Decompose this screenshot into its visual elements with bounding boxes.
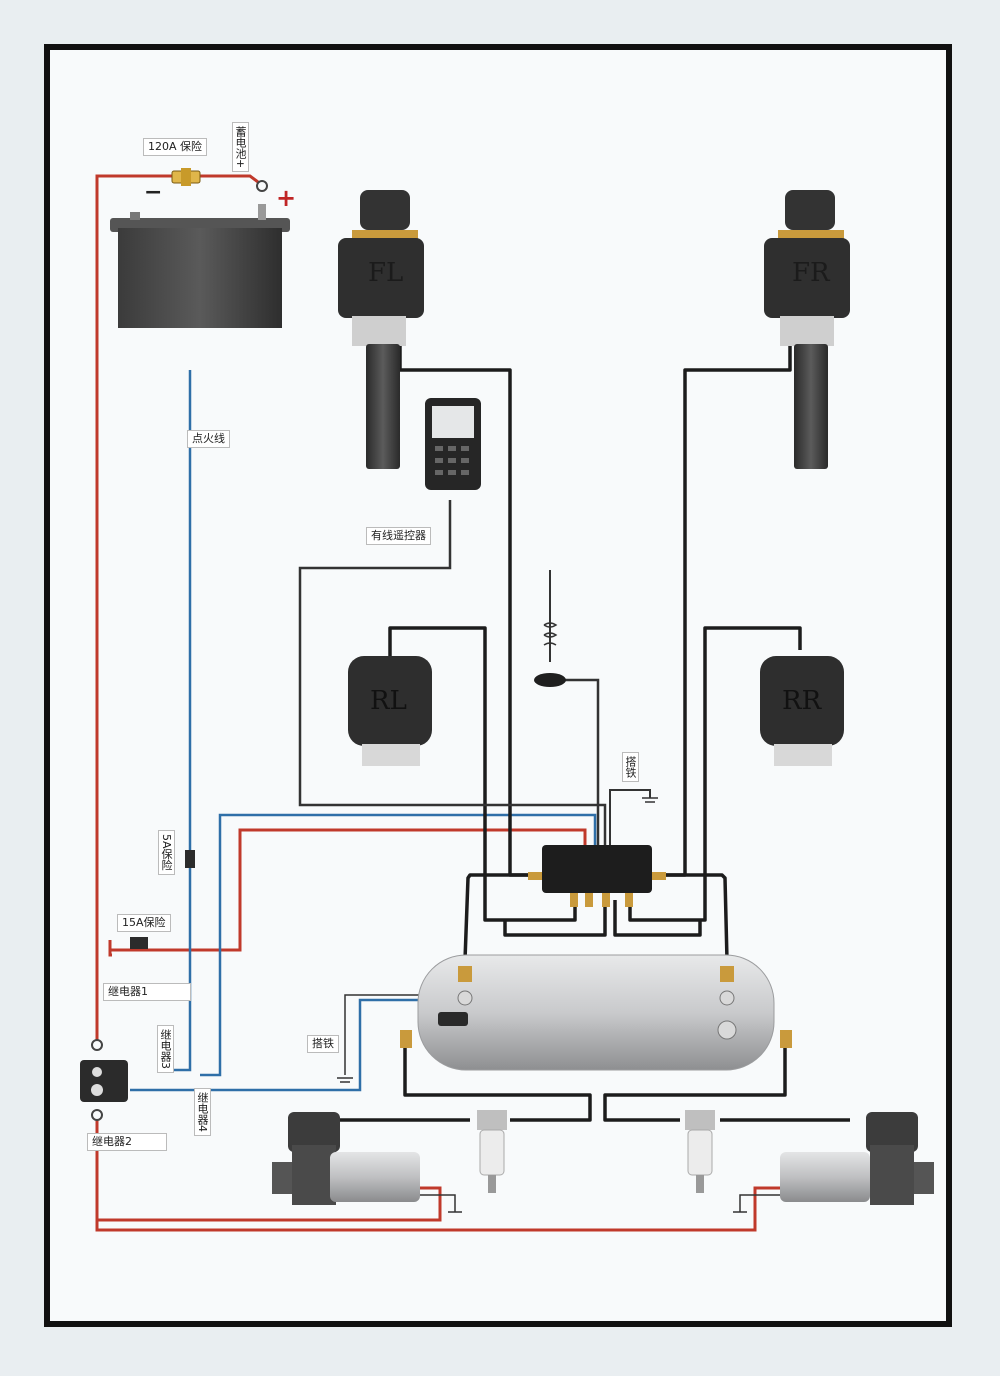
tank-left-compressor-line [403, 1040, 592, 1122]
right-compressor [780, 1112, 934, 1205]
battery-positive-label: 蓄电池+ [232, 122, 249, 173]
fr-label: FR [792, 258, 830, 288]
air-lines [340, 335, 850, 1122]
left-water-filter [477, 1110, 507, 1193]
air-tank [400, 954, 792, 1071]
rr-air-line [628, 626, 802, 922]
compressor-left-power-wire [97, 1186, 442, 1222]
ecu-power-wire [108, 828, 587, 957]
rl-label: RL [370, 686, 407, 716]
antenna-cable [550, 678, 600, 845]
left-compressor [272, 1112, 420, 1205]
compressor-grounds [420, 1194, 780, 1213]
ignition-label: 点火线 [187, 430, 230, 448]
relay-block [80, 1039, 128, 1121]
ground-symbol-top [642, 797, 658, 803]
fuse-15a-label: 15A保险 [117, 914, 171, 932]
tank-right-compressor-line [603, 1040, 787, 1122]
wired-remote-label: 有线遥控器 [366, 527, 431, 545]
tank-ground-label: 搭铁 [307, 1035, 339, 1053]
battery-minus-sign: − [144, 180, 163, 205]
fuse-120a [171, 168, 201, 186]
relay3-label: 继电器3 [157, 1025, 174, 1073]
ecu-tank-mid-line [503, 900, 607, 937]
right-water-filter [685, 1110, 715, 1193]
relay2-power-wire [95, 1120, 757, 1232]
ground-symbol-tank [337, 1077, 353, 1083]
relay2-label: 继电器2 [87, 1133, 167, 1151]
rl-air-bag [348, 656, 432, 766]
ecu-control-box [528, 845, 666, 907]
compressor-right-power-wire [753, 1186, 780, 1200]
fuse-5a-label: 5A保险 [158, 830, 175, 875]
power-wires [95, 174, 780, 1232]
relay4-label: 继电器4 [194, 1088, 211, 1136]
ignition-wire [160, 370, 192, 1072]
rl-air-line [388, 626, 577, 922]
fl-label: FL [368, 258, 404, 288]
wired-remote [425, 398, 481, 490]
fr-air-line [660, 335, 792, 877]
ecu-ground-label: 搭铁 [622, 752, 639, 782]
battery-plus-sign: + [276, 184, 297, 212]
fl-air-strut [338, 190, 424, 469]
fr-air-strut [764, 190, 850, 469]
fuse-5a [185, 850, 195, 868]
pressure-switch-wire [130, 998, 440, 1092]
antenna [534, 570, 566, 687]
ecu-ground-wire [609, 789, 651, 845]
rr-air-bag [760, 656, 844, 766]
ecu-signal-wire [200, 813, 597, 1077]
rr-label: RR [782, 686, 822, 716]
fuse-15a [130, 937, 148, 949]
tank-ground-wire [344, 994, 440, 1075]
ecu-tank-mid-line-2 [613, 900, 702, 937]
battery [110, 180, 290, 328]
fuse-120a-label: 120A 保险 [143, 138, 208, 156]
remote-cable [298, 500, 607, 845]
relay1-label: 继电器1 [103, 983, 191, 1001]
